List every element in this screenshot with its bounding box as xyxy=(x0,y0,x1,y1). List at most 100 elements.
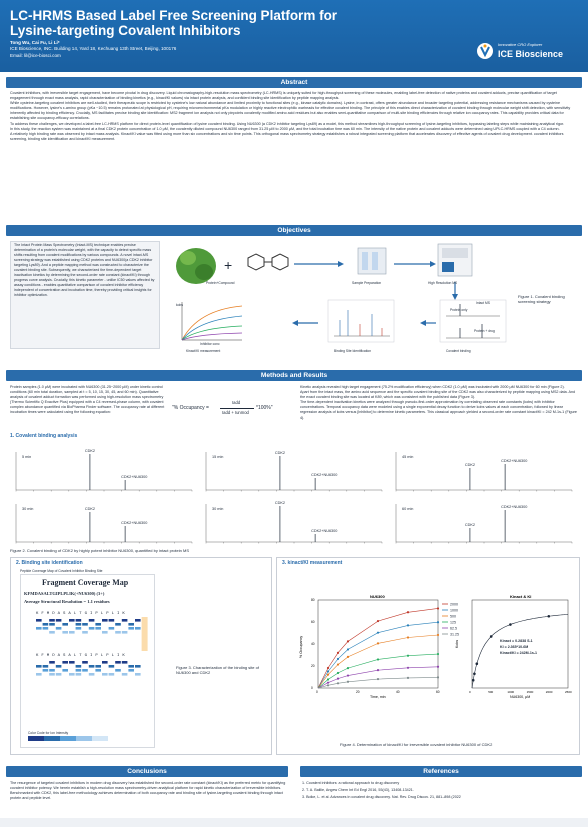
occupancy-chart-title: NU6300 xyxy=(370,594,385,599)
spectrum-time: 30 min xyxy=(212,507,223,511)
fragment-map-title: Fragment Coverage Map xyxy=(42,578,129,587)
fragment-bar xyxy=(49,673,55,676)
title-line-1: LC-HRMS Based Label Free Screening Platf… xyxy=(10,8,338,23)
occupancy-y-tick: 40 xyxy=(311,642,315,646)
spectrum-peak2-label: CDK2+NU6300 xyxy=(121,475,147,479)
spectrum-peak2-label: CDK2+NU6300 xyxy=(311,529,337,533)
fragment-bar xyxy=(49,661,55,664)
occupancy-series-line xyxy=(317,653,439,689)
fragment-bar xyxy=(135,627,141,630)
fragment-bar xyxy=(82,631,88,634)
spectrum-peak1-label: CDK2 xyxy=(275,451,285,455)
reference-1: 1. Covalent inhibitors: a rational appro… xyxy=(302,781,400,785)
formula-bar xyxy=(220,408,254,409)
fragment-bar xyxy=(36,673,42,676)
fragment-bar xyxy=(62,661,68,664)
reference-3: 3. Boike, L. et al. Advances in covalent… xyxy=(302,795,461,800)
color-code-label: Color Code for Ion Intensity xyxy=(28,731,69,735)
company-logo: Innovative CRO Explorer ICE Bioscience xyxy=(476,40,580,62)
occupancy-y-tick: 60 xyxy=(311,620,315,624)
fig2-caption: Figure 2. Covalent binding of CDK2 by hi… xyxy=(10,548,189,553)
fit-parameter: Kinact/KI = 242M-1s-1 xyxy=(500,651,537,655)
fragment-bar xyxy=(75,669,82,672)
mini-label-protein-only: Protein only xyxy=(450,308,468,312)
occupancy-point xyxy=(436,652,440,656)
fragment-bar xyxy=(128,665,134,668)
fragment-bar xyxy=(82,661,88,664)
fig1-caption: Figure 1. Covalent binding screening str… xyxy=(518,294,565,305)
occupancy-y-label: % Occupancy xyxy=(299,636,303,658)
objectives-text: The Intact Protein Mass Spectrometry (In… xyxy=(14,243,155,297)
kobs-point xyxy=(473,672,476,676)
fragment-bar xyxy=(121,619,128,622)
fragment-bar xyxy=(128,623,134,626)
kobs-x-tick: 2500 xyxy=(565,690,572,694)
occupancy-formula: "% Occupancy = Iadd Iadd + Iunmod *100%" xyxy=(172,398,292,422)
section-references: References xyxy=(300,766,582,777)
section-objectives: Objectives xyxy=(6,225,582,236)
formula-rhs: *100%" xyxy=(256,405,273,411)
formula-lhs: "% Occupancy = xyxy=(172,405,209,411)
fragment-bar xyxy=(115,661,121,664)
mini-label-conc: Inhibitor conc xyxy=(200,342,220,346)
logo-tagline: Innovative CRO Explorer xyxy=(498,42,543,47)
fragment-bar xyxy=(49,631,55,634)
objectives-box xyxy=(10,241,160,349)
objectives-figure: + xyxy=(176,243,507,343)
fragment-bar xyxy=(135,673,141,676)
occupancy-series-line xyxy=(317,666,439,689)
occupancy-point xyxy=(436,676,440,679)
fragment-bar xyxy=(36,665,42,668)
kobs-x-label: NU6300, μM xyxy=(510,695,530,699)
sub-kinact: 3. kinact/KI measurement xyxy=(282,560,343,566)
fragment-bar xyxy=(42,669,49,672)
modified-residue-highlight xyxy=(141,617,148,651)
fragment-bar xyxy=(115,623,121,626)
kobs-point xyxy=(509,623,512,626)
fragment-bar xyxy=(55,665,62,668)
sub-covalent-binding: 1. Covalent binding analysis xyxy=(10,433,78,439)
sequence-row-1: K F M D A S A L T G I P L P L I K xyxy=(36,612,126,616)
spectrum-peak1-label: CDK2 xyxy=(85,507,95,511)
abstract-p5: A relatively high binding rate was obser… xyxy=(10,131,564,141)
kobs-x-tick: 1000 xyxy=(507,690,514,694)
fragment-bar xyxy=(82,623,88,626)
fragment-bar xyxy=(108,619,115,622)
fragment-bar xyxy=(121,673,128,676)
fragment-bar xyxy=(55,619,62,622)
fragment-bar xyxy=(88,627,95,630)
color-code-scale xyxy=(28,736,108,741)
label-protein-compound: Protein+Compound xyxy=(206,281,235,285)
fig4-caption: Figure 4. Determination of kinact/KI for… xyxy=(340,742,493,747)
fragment-bar xyxy=(69,661,75,664)
fragment-bar xyxy=(95,669,101,672)
legend-label: 500 xyxy=(450,614,456,618)
legend-label: 62.5 xyxy=(450,626,457,630)
fragment-bar xyxy=(49,619,55,622)
mini-label-protein-drug: Protein + drug xyxy=(474,329,495,333)
fragment-bar xyxy=(75,627,82,630)
mini-label-intact: Intact MS xyxy=(476,301,490,305)
kobs-fit-curve xyxy=(471,614,569,689)
kobs-point xyxy=(489,635,493,638)
fragment-bar xyxy=(88,665,95,668)
occupancy-x-tick: 40 xyxy=(396,690,400,694)
affiliation: ICE Bioscience, INC. Building 14, Yard 1… xyxy=(10,46,177,52)
references-list: 1. Covalent inhibitors: a rational appro… xyxy=(302,781,580,800)
kobs-x-tick: 2000 xyxy=(546,690,553,694)
fragment-bar xyxy=(102,631,108,634)
binding-site-mini-chart xyxy=(327,299,395,343)
fragment-bar xyxy=(75,673,82,676)
occupancy-x-label: Time, min xyxy=(370,695,386,699)
email: Email: lil@ice-biosci.com xyxy=(10,52,61,58)
occupancy-series-line xyxy=(317,677,439,689)
fragment-bar xyxy=(62,623,68,626)
fragment-bar xyxy=(108,665,115,668)
spectrum-time: 30 min xyxy=(22,507,33,511)
fragment-bar xyxy=(102,661,108,664)
sample-prep-icon xyxy=(357,247,387,275)
compound-icon xyxy=(247,253,289,271)
label-covalent: Covalent binding xyxy=(446,349,471,353)
